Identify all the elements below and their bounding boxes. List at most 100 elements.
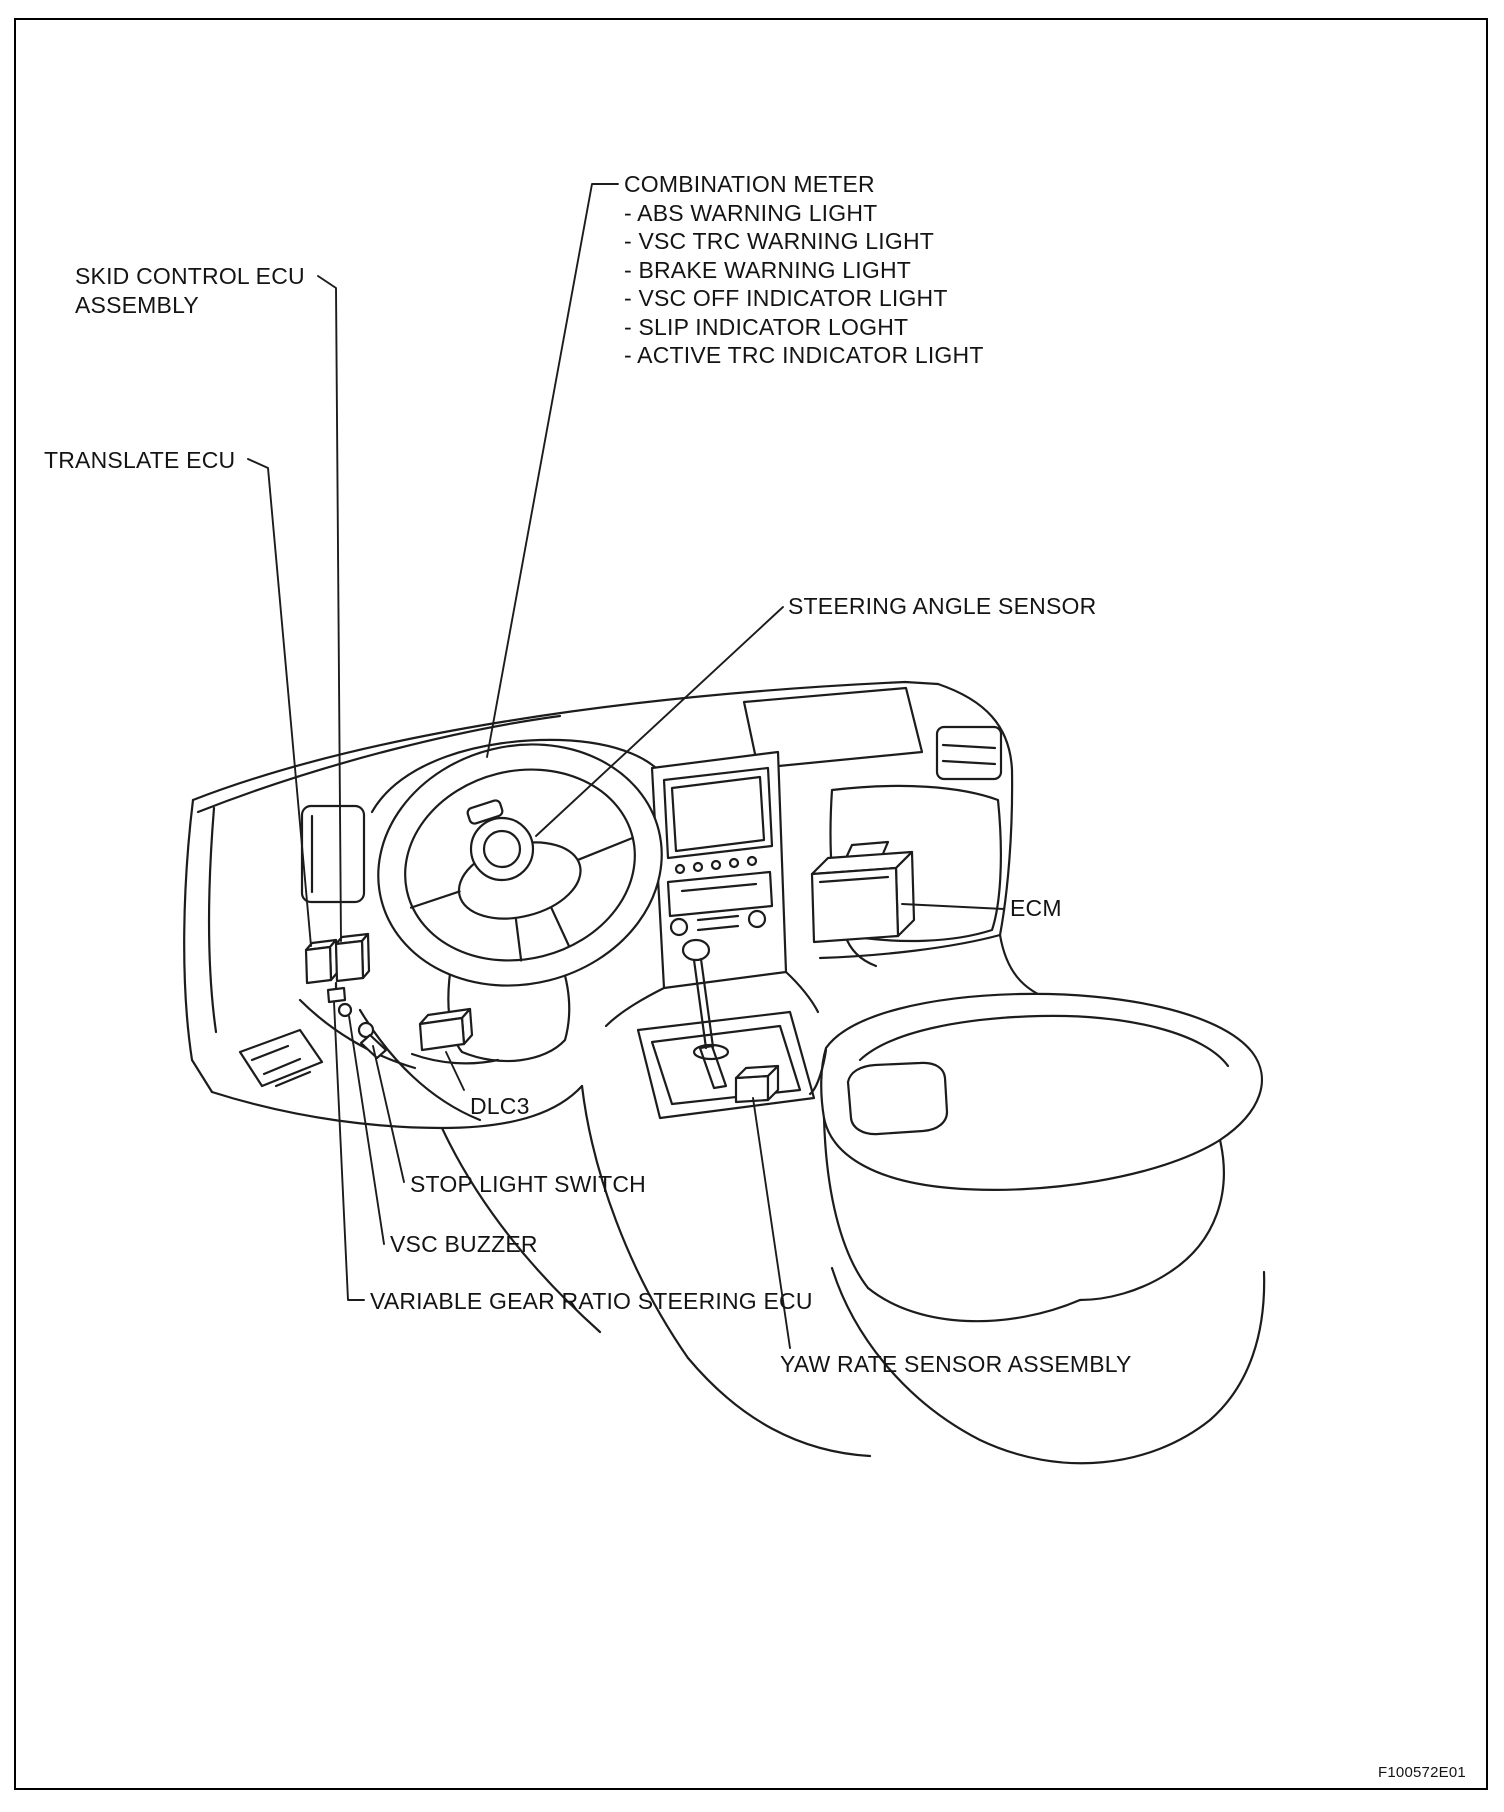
console-left-transition (606, 988, 664, 1026)
steering-angle-sensor-ring (471, 818, 533, 880)
combination-meter-item: - SLIP INDICATOR LOGHT (624, 313, 909, 340)
console-right-edge (1080, 1140, 1224, 1300)
steering-angle-sensor-ring-inner (484, 831, 520, 867)
ecm-front (812, 868, 898, 942)
figure-border (14, 18, 1488, 1790)
console-lower-body (832, 1268, 1264, 1463)
dash-right-edge (938, 684, 1012, 935)
shift-lever (694, 959, 713, 1048)
shift-slot (700, 1046, 726, 1088)
console-front-bottom (868, 1288, 1080, 1321)
vgrs-ecu-connector (328, 988, 345, 1002)
tunnel-left-line (582, 1086, 688, 1358)
instrument-binnacle-hood (372, 740, 668, 812)
leader-variable-gear-ratio-ecu (334, 1002, 364, 1300)
shift-boot (694, 1045, 728, 1059)
dash-lower-left-edge (212, 1086, 582, 1128)
leader-lines (248, 184, 1004, 1348)
label-vsc-buzzer: VSC BUZZER (390, 1231, 538, 1257)
leader-translate-ecu (248, 459, 311, 946)
right-air-vent (937, 727, 1001, 779)
steering-wheel-spokes (408, 838, 655, 983)
center-console (810, 994, 1264, 1463)
skid-control-ecu-line1: SKID CONTROL ECU (75, 263, 305, 289)
leader-vsc-buzzer (349, 1016, 384, 1244)
dlc3-front (420, 1018, 464, 1050)
figure-reference: F100572E01 (1378, 1764, 1466, 1781)
audio-knob-left (671, 919, 687, 935)
stack-button (730, 859, 738, 867)
leader-combination-meter (487, 184, 618, 757)
console-front-left-edge (824, 1118, 868, 1288)
label-variable-gear-ratio-steering-ecu: VARIABLE GEAR RATIO STEERING ECU (370, 1288, 813, 1314)
combination-meter-item: - ABS WARNING LIGHT (624, 199, 878, 226)
stack-button (676, 865, 684, 873)
label-yaw-rate-sensor-assembly: YAW RATE SENSOR ASSEMBLY (780, 1351, 1132, 1377)
dash-left-edge (184, 800, 212, 1092)
leader-steering-angle-sensor (536, 607, 783, 836)
nav-screen (672, 777, 764, 851)
combination-meter-title: COMBINATION METER (624, 171, 875, 197)
console-tray-recess (848, 1063, 947, 1134)
label-translate-ecu: TRANSLATE ECU (44, 447, 236, 473)
stop-light-switch-plunger (359, 1023, 373, 1037)
combination-meter-item: - VSC TRC WARNING LIGHT (624, 228, 935, 254)
vsc-buzzer-part (339, 1004, 351, 1016)
passenger-airbag-panel (744, 688, 922, 768)
console-shifter-join (810, 1050, 826, 1094)
left-ecu-components (306, 934, 386, 1058)
footwell-line (442, 1128, 600, 1332)
translate-ecu-box-front (306, 947, 331, 983)
ecm-unit (812, 842, 914, 942)
skid-control-ecu-line2: ASSEMBLY (75, 291, 199, 318)
label-combination-meter: COMBINATION METER - ABS WARNING LIGHT - … (624, 170, 984, 370)
shift-gate-plate (638, 1012, 814, 1118)
shifter-area (638, 940, 814, 1118)
right-air-vent-slats (943, 745, 995, 764)
label-ecm: ECM (1010, 895, 1062, 921)
ecm-front-detail (820, 877, 888, 882)
combination-meter-item: - ACTIVE TRC INDICATOR LIGHT (624, 342, 984, 368)
stack-button (748, 857, 756, 865)
dash-top-inner-edge (198, 716, 560, 812)
leader-ecm (902, 904, 1004, 909)
armrest-lid-line (860, 1016, 1228, 1066)
shift-gate-inner (652, 1026, 800, 1104)
audio-knob-right (749, 911, 765, 927)
sill-hatch-marks (252, 1046, 310, 1086)
leader-dlc3 (446, 1052, 464, 1090)
leader-skid-control-ecu (318, 276, 341, 941)
under-dash-contour (300, 1000, 415, 1068)
floor-sweep-line (688, 1358, 870, 1456)
stack-button (694, 863, 702, 871)
yaw-sensor-front (736, 1076, 768, 1102)
console-right-transition (786, 972, 818, 1012)
shift-knob (683, 940, 709, 960)
leader-yaw-rate-sensor (753, 1098, 790, 1348)
yaw-sensor-side (768, 1066, 778, 1100)
audio-unit (668, 872, 772, 916)
sill-hatch-outline (240, 1030, 322, 1086)
label-skid-control-ecu: SKID CONTROL ECU ASSEMBLY (75, 262, 305, 319)
combination-meter-item: - BRAKE WARNING LIGHT (624, 256, 912, 283)
nav-screen-bezel (664, 768, 772, 858)
dash-bottom-right-edge (820, 935, 1000, 958)
combination-meter-item: - VSC OFF INDICATOR LIGHT (624, 285, 948, 311)
yaw-rate-sensor (736, 1066, 778, 1102)
dash-right-lower-sweep (1000, 935, 1052, 1000)
steering-assembly (352, 715, 687, 1061)
floor-lines (442, 1086, 870, 1456)
stack-button (712, 861, 720, 869)
audio-slot (682, 884, 756, 891)
center-stack (606, 752, 818, 1026)
audio-buttons (698, 916, 738, 930)
dash-left-inner-edge (209, 808, 216, 1032)
label-steering-angle-sensor: STEERING ANGLE SENSOR (788, 593, 1097, 619)
label-dlc3: DLC3 (470, 1093, 530, 1119)
leader-stop-light-switch (373, 1046, 404, 1182)
dlc3-connector (412, 1009, 498, 1063)
skid-ecu-box-front (336, 941, 363, 981)
console-top-surface (821, 994, 1262, 1190)
label-stop-light-switch: STOP LIGHT SWITCH (410, 1171, 646, 1197)
